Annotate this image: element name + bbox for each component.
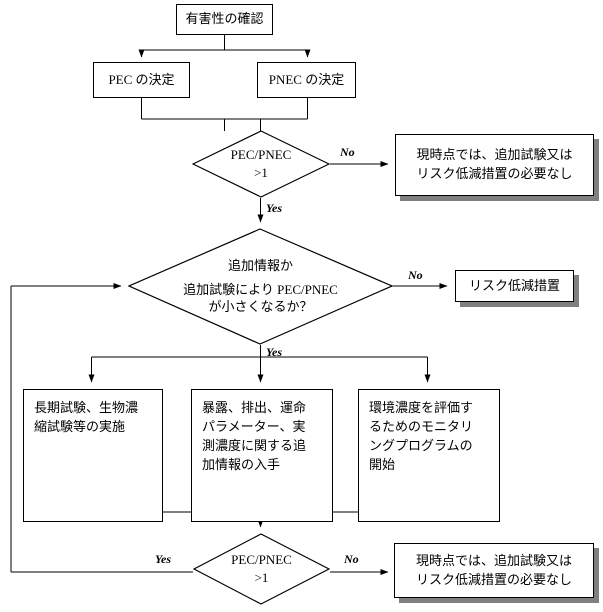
node-action-1-line1: 長期試験、生物濃 [34,400,139,415]
node-outcome-1: 現時点では、追加試験又は リスク低減措置の必要なし [395,134,594,196]
node-action-2-line2: パラメーター、実 [202,418,306,434]
node-risk-reduction-label: リスク低減措置 [468,277,560,293]
decision-1-text: PEC/PNEC >1 [192,130,330,198]
node-outcome-2: 現時点では、追加試験又は リスク低減措置の必要なし [394,543,594,598]
decision-1-line2: >1 [254,165,268,180]
node-action-2-line1: 暴露、排出、運命 [202,400,307,415]
node-outcome-1-line2: リスク低減措置の必要なし [416,166,573,181]
node-outcome-1-line1: 現時点では、追加試験又は [416,147,573,163]
node-pec-label: PEC の決定 [108,71,175,87]
node-pec: PEC の決定 [93,62,190,98]
node-start-label: 有害性の確認 [185,11,264,27]
node-action-3-line1: 環境濃度を評価す [369,400,474,415]
node-action-3-line4: 開始 [369,456,396,472]
edge-label-decision3-no: No [344,552,359,566]
node-start: 有害性の確認 [176,4,273,35]
node-action-3-line3: ングプログラムの [369,437,473,453]
node-risk-reduction: リスク低減措置 [455,270,574,302]
decision-3-line2: >1 [254,570,269,585]
decision-1-shape [191,130,331,198]
decision-2-line3: が小さくなるか？ [208,299,313,315]
edge-label-decision1-no: No [340,145,355,159]
node-action-1-line2: 縮試験等の実施 [34,418,126,434]
node-pnec-label: PNEC の決定 [268,71,345,87]
edge-label-decision1-yes: Yes [266,201,282,215]
edge-label-decision3-yes: Yes [155,552,171,566]
edge-label-decision2-yes: Yes [266,345,282,359]
node-decision-1: PEC/PNEC >1 [191,130,331,198]
decision-2-shape [127,228,394,345]
node-action-3-line2: るためのモニタリ [369,418,474,434]
decision-2-line2: 追加試験により PEC/PNEC [183,281,338,297]
node-pnec: PNEC の決定 [257,62,356,98]
node-decision-3: PEC/PNEC >1 [192,533,331,605]
node-outcome-2-line1: 現時点では、追加試験又は [415,552,572,568]
node-action-2-line4: 加情報の入手 [202,456,281,472]
decision-2-line1: 追加情報か [227,258,293,274]
decision-1-line1: PEC/PNEC [230,147,292,163]
edge-label-decision2-no: No [408,268,423,282]
node-action-1: 長期試験、生物濃 縮試験等の実施 [23,389,163,522]
decision-2-text: 追加情報か 追加試験により PEC/PNEC が小さくなるか？ [128,228,393,345]
node-action-3: 環境濃度を評価す るためのモニタリ ングプログラムの 開始 [358,389,500,522]
node-outcome-2-line2: リスク低減措置の必要なし [415,571,572,587]
decision-3-text: PEC/PNEC >1 [193,533,330,605]
decision-3-line1: PEC/PNEC [231,552,292,568]
node-action-2-line3: 測濃度に関する追 [202,437,307,453]
decision-3-shape [192,533,331,605]
node-action-2: 暴露、排出、運命 パラメーター、実 測濃度に関する追 加情報の入手 [191,389,333,522]
node-decision-2: 追加情報か 追加試験により PEC/PNEC が小さくなるか？ [127,228,394,345]
